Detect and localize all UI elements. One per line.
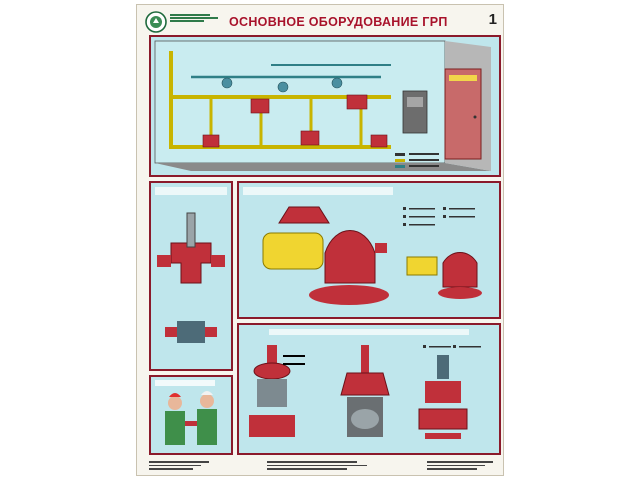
organization-logo-icon [145,11,167,33]
footer-center [267,461,367,470]
gas-pipeline-diagram [154,40,491,171]
panel-workers [149,375,233,455]
safety-poster: ОСНОВНОЕ ОБОРУДОВАНИЕ ГРП 1 [136,4,504,476]
panel-regulator-types [237,323,501,455]
workers-illustration [155,380,217,445]
top-panel-grp-room [149,35,501,177]
regulator-types-cutaways [249,329,481,439]
regulator-cutaway [243,187,482,305]
valve-cutaway-illustration [155,187,227,343]
footer-left [149,461,209,470]
poster-title: ОСНОВНОЕ ОБОРУДОВАНИЕ ГРП [229,15,448,29]
sheet-number: 1 [488,11,497,28]
footer-right [427,461,493,470]
panel-pressure-regulator [237,181,501,319]
panel-valve-section [149,181,233,371]
organization-caption [170,14,230,22]
